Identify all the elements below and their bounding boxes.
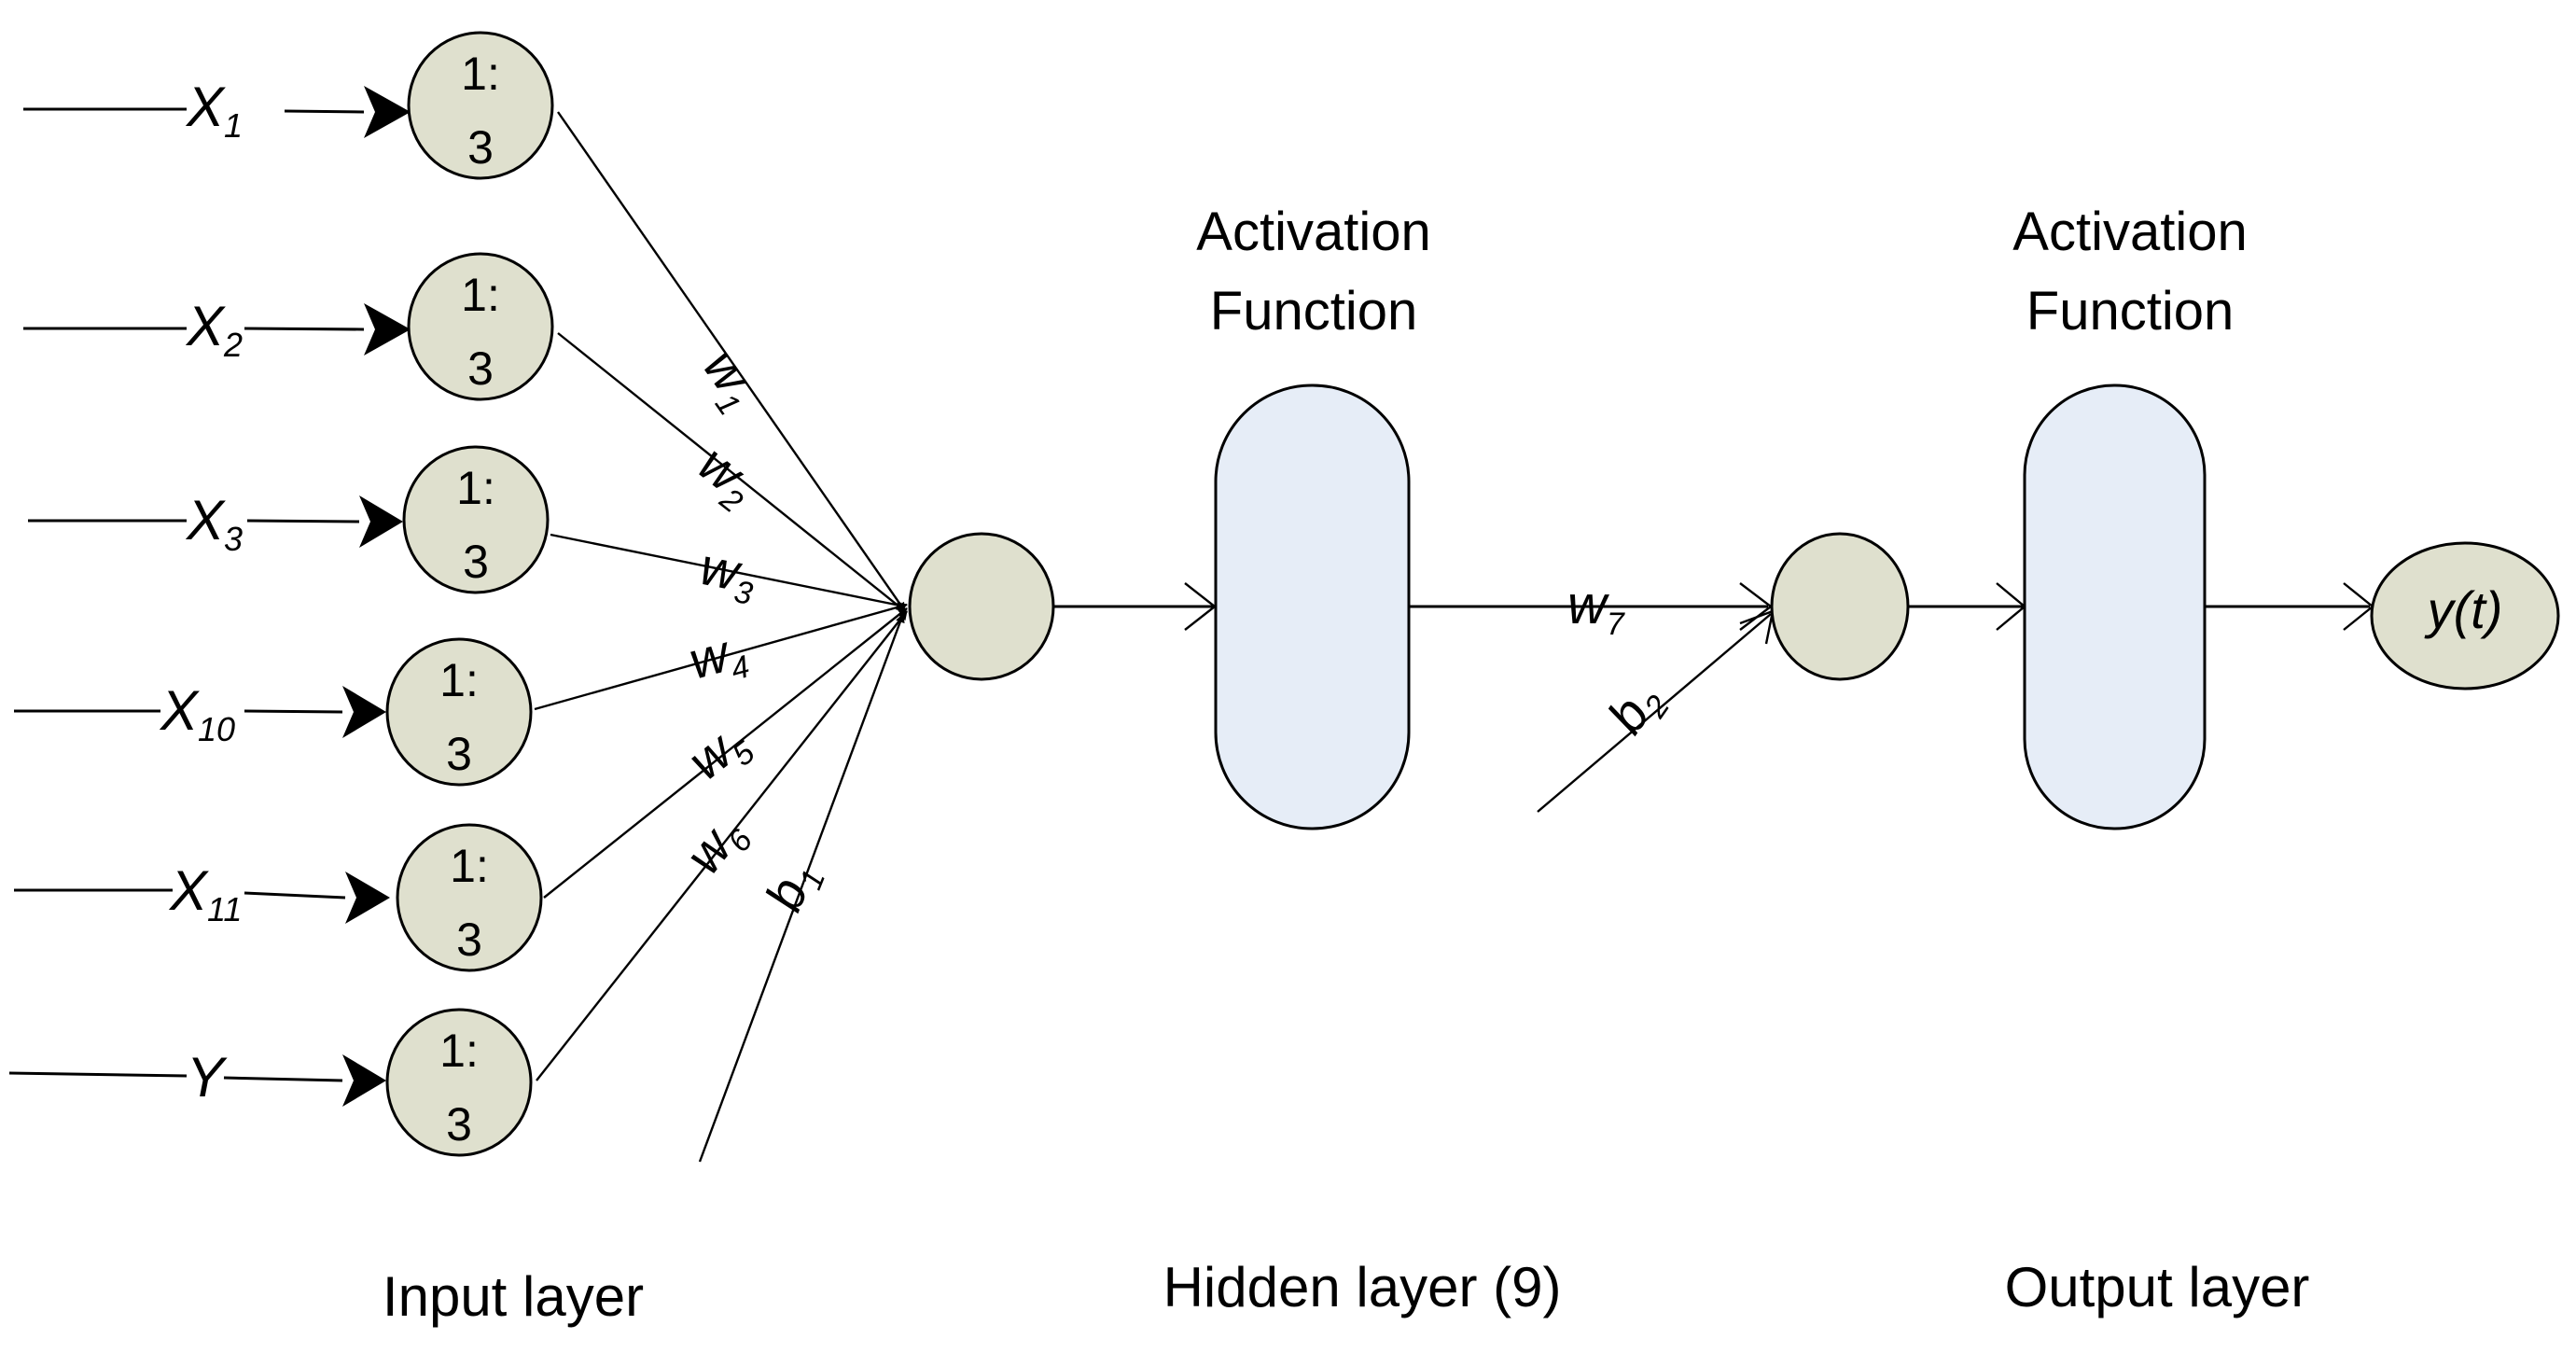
bias-label: b1 [754, 853, 833, 921]
hidden-summing-node [908, 532, 1055, 681]
input-node [402, 445, 550, 594]
connection-line [536, 610, 908, 1081]
input-arrowhead [342, 1054, 386, 1107]
input-row-x1: X1 1: 3 [23, 31, 554, 180]
weight-label: w1 [687, 339, 773, 422]
input-label: X11 [168, 859, 242, 928]
input-node-label: 1: [461, 48, 500, 100]
input-node-label: 1: [456, 462, 495, 514]
bias-line [1537, 613, 1772, 813]
input-row-x3: X3 1: 3 [28, 445, 550, 594]
input-label: X1 [185, 76, 243, 145]
input-row-x11: X11 1: 3 [14, 823, 543, 972]
weighted-connections [534, 111, 908, 1163]
input-arrowhead [364, 86, 411, 138]
weight-label: w2 [684, 434, 769, 521]
weight-label: w3 [694, 537, 761, 612]
input-arrowhead [359, 495, 403, 548]
input-node-label: 3 [446, 1098, 472, 1151]
input-node-label: 1: [439, 1025, 479, 1077]
input-node-label: 1: [461, 269, 500, 321]
input-layer-label: Input layer [383, 1265, 644, 1328]
bias-line [698, 613, 905, 1163]
input-node-label: 1: [439, 654, 479, 706]
hidden-activation-function [1214, 384, 1411, 830]
input-node-label: 3 [467, 121, 494, 174]
input-row-x2: X2 1: 3 [23, 252, 554, 401]
output-label: y(t) [2424, 580, 2503, 639]
connection-line [557, 332, 906, 612]
input-arrowhead [364, 303, 411, 356]
input-label: Y [187, 1046, 228, 1109]
output-layer-label: Output layer [2005, 1256, 2310, 1318]
input-node [385, 637, 533, 787]
weight-label: w5 [677, 710, 762, 797]
connection-line [557, 111, 906, 612]
hidden-activation-title: Activation [1196, 202, 1430, 262]
output-activation-title: Activation [2012, 202, 2247, 262]
input-label: X2 [185, 295, 243, 364]
output-activation-function [2023, 384, 2207, 830]
input-node [407, 252, 554, 401]
input-node [407, 31, 554, 180]
input-node-label: 3 [456, 914, 482, 966]
input-label: X10 [159, 679, 235, 748]
input-node-label: 1: [450, 840, 489, 892]
connection-line [543, 607, 908, 899]
connection-line [534, 602, 908, 711]
weight-label: w4 [683, 619, 754, 697]
input-node [385, 1008, 533, 1157]
weight-label: w6 [674, 804, 760, 889]
output-activation-title: Function [2026, 281, 2234, 342]
input-node-label: 3 [446, 728, 472, 780]
hidden-activation-title: Function [1210, 281, 1417, 342]
input-arrowhead [345, 872, 390, 924]
output-node [2370, 541, 2560, 690]
input-row-x10: X10 1: 3 [14, 637, 533, 787]
bias-label: b2 [1595, 672, 1677, 748]
input-node [396, 823, 543, 972]
input-node-label: 3 [463, 536, 489, 588]
input-node-label: 3 [467, 342, 494, 395]
hidden-layer-label: Hidden layer (9) [1163, 1256, 1562, 1318]
output-summing-node [1770, 532, 1910, 681]
input-label: X3 [185, 489, 243, 558]
input-row-y: Y 1: 3 [8, 1008, 533, 1157]
weight-label: w7 [1567, 575, 1625, 642]
input-arrowhead [342, 686, 386, 738]
connection-line [550, 533, 906, 610]
